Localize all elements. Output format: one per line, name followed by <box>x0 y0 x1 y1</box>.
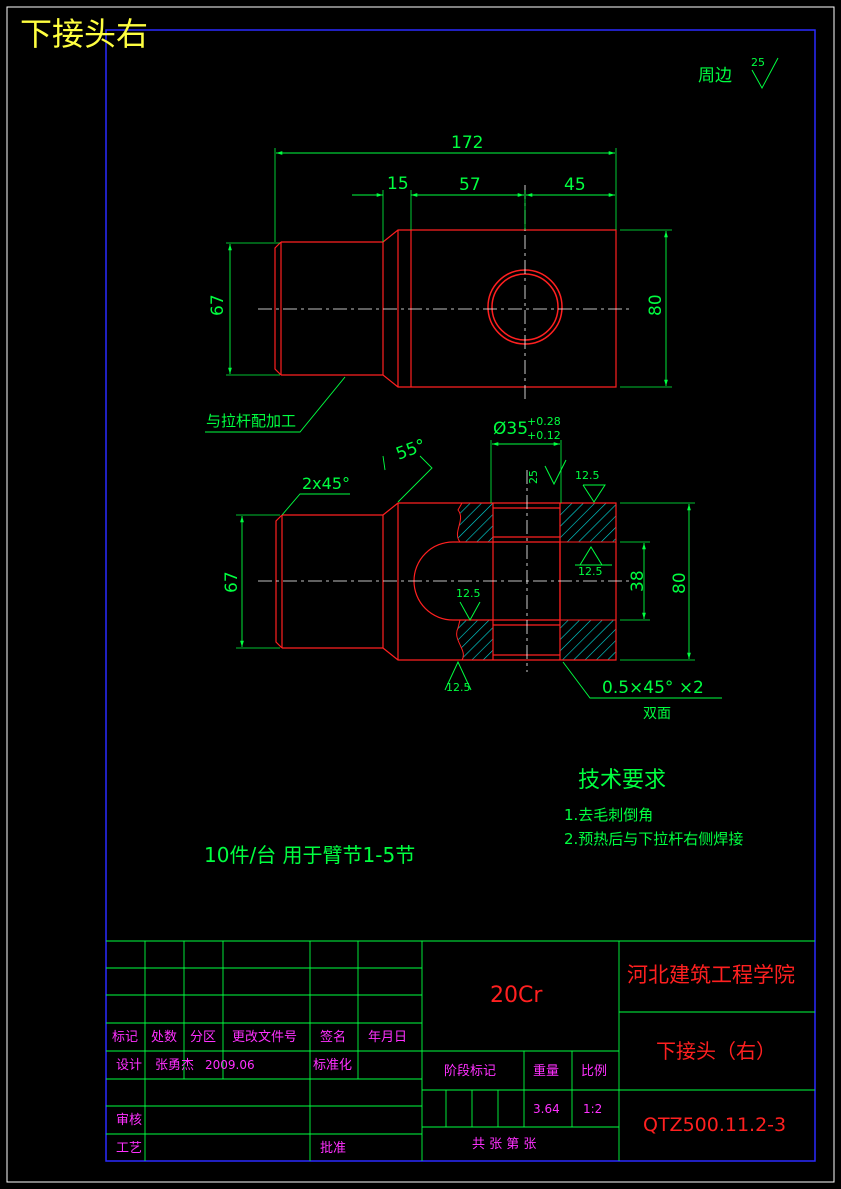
roughness-bottom-face: 12.5 <box>446 681 471 694</box>
roughness-slot-inner: 12.5 <box>456 587 481 600</box>
dim-chamfer-sub: 双面 <box>643 706 671 722</box>
outer-frame <box>6 6 835 1183</box>
dim-chamfer-left: 2x45° <box>302 474 351 493</box>
tb-scale: 1:2 <box>583 1102 603 1116</box>
tb-review: 审核 <box>116 1113 143 1128</box>
machining-note: 与拉杆配加工 <box>206 412 297 430</box>
tb-weight: 3.64 <box>533 1102 560 1116</box>
tb-part-name: 下接头（右） <box>656 1039 776 1063</box>
tb-header-mark: 标记 <box>112 1030 139 1045</box>
tb-material: 20Cr <box>490 983 543 1008</box>
tb-header-date: 年月日 <box>368 1030 408 1045</box>
hatch-regions <box>456 502 617 661</box>
sheet-title: 下接头右 <box>20 15 149 53</box>
roughness-hole: 25 <box>527 470 540 484</box>
tb-school: 河北建筑工程学院 <box>627 963 795 987</box>
tb-approve: 批准 <box>320 1141 347 1156</box>
general-roughness-value: 25 <box>751 56 765 69</box>
tb-header-zone: 分区 <box>190 1030 217 1045</box>
tb-header-signature: 签名 <box>320 1030 347 1045</box>
inner-frame <box>105 29 816 1162</box>
tb-design-date: 2009.06 <box>205 1058 255 1072</box>
tb-weight-label: 重量 <box>533 1064 560 1079</box>
dim-block-height-top: 80 <box>646 294 666 316</box>
dim-hole-tol-upper: +0.28 <box>527 415 561 428</box>
general-roughness-note: 周边 <box>698 66 732 86</box>
section-view <box>236 440 722 699</box>
title-block-grid <box>106 940 815 1161</box>
tb-standardize: 标准化 <box>313 1058 353 1073</box>
dim-shaft-dia-top: 67 <box>208 294 228 316</box>
tb-drawing-no: QTZ500.11.2-3 <box>643 1114 787 1136</box>
dim-seg3: 45 <box>564 175 586 195</box>
tb-sheets: 共 张 第 张 <box>472 1137 537 1152</box>
dim-hole-dia: Ø35 <box>493 419 529 439</box>
tb-designer: 张勇杰 <box>155 1058 195 1073</box>
tech-requirement-2: 2.预热后与下拉杆右侧焊接 <box>564 830 744 848</box>
tb-process: 工艺 <box>116 1141 143 1156</box>
roughness-symbols <box>444 459 612 691</box>
dim-slot-width: 38 <box>628 570 648 592</box>
tech-requirements-title: 技术要求 <box>578 768 667 793</box>
dim-hole-tol-lower: +0.12 <box>527 429 561 442</box>
quantity-note: 10件/台 用于臂节1-5节 <box>204 843 416 867</box>
tb-stage-mark: 阶段标记 <box>444 1064 497 1079</box>
tech-requirement-1: 1.去毛刺倒角 <box>564 806 654 824</box>
tb-design-label: 设计 <box>116 1058 143 1073</box>
tb-scale-label: 比例 <box>581 1064 608 1079</box>
dim-block-height-bottom: 80 <box>670 572 690 594</box>
dim-shaft-dia-bottom: 67 <box>222 571 242 593</box>
tb-header-count: 处数 <box>151 1030 178 1045</box>
roughness-top-face: 12.5 <box>575 469 600 482</box>
dim-chamfer-note: 0.5×45° ×2 <box>602 678 704 698</box>
dim-total-length: 172 <box>451 133 484 153</box>
top-view <box>205 148 672 433</box>
dim-seg1: 15 <box>387 174 409 194</box>
tb-header-change-doc: 更改文件号 <box>232 1030 298 1045</box>
roughness-slot-top: 12.5 <box>578 565 603 578</box>
general-roughness-symbol <box>751 57 779 90</box>
dim-seg2: 57 <box>459 175 481 195</box>
